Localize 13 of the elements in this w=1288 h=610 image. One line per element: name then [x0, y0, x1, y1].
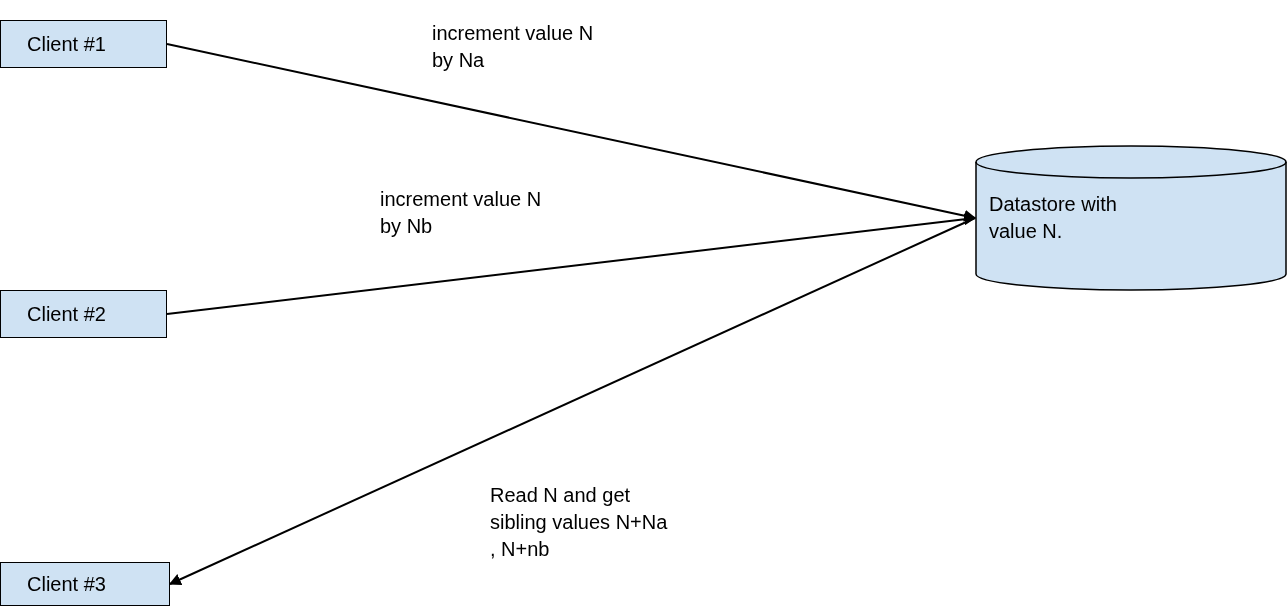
- arrow: [166, 213, 977, 315]
- edge-label: increment value N by Nb: [380, 187, 543, 239]
- node-label: Client #3: [27, 572, 107, 597]
- client-box: [0, 20, 167, 68]
- edge-label: increment value N by Na: [432, 21, 595, 73]
- node-label: Datastore with value N.: [989, 192, 1118, 244]
- client-box: [0, 562, 170, 606]
- edge-label: Read N and get sibling values N+Na , N+nb: [490, 483, 669, 562]
- arrow: [166, 43, 977, 222]
- arrow: [168, 217, 976, 585]
- node-label: Client #2: [27, 302, 107, 327]
- node-label: Client #1: [27, 32, 107, 57]
- client-box: [0, 290, 167, 338]
